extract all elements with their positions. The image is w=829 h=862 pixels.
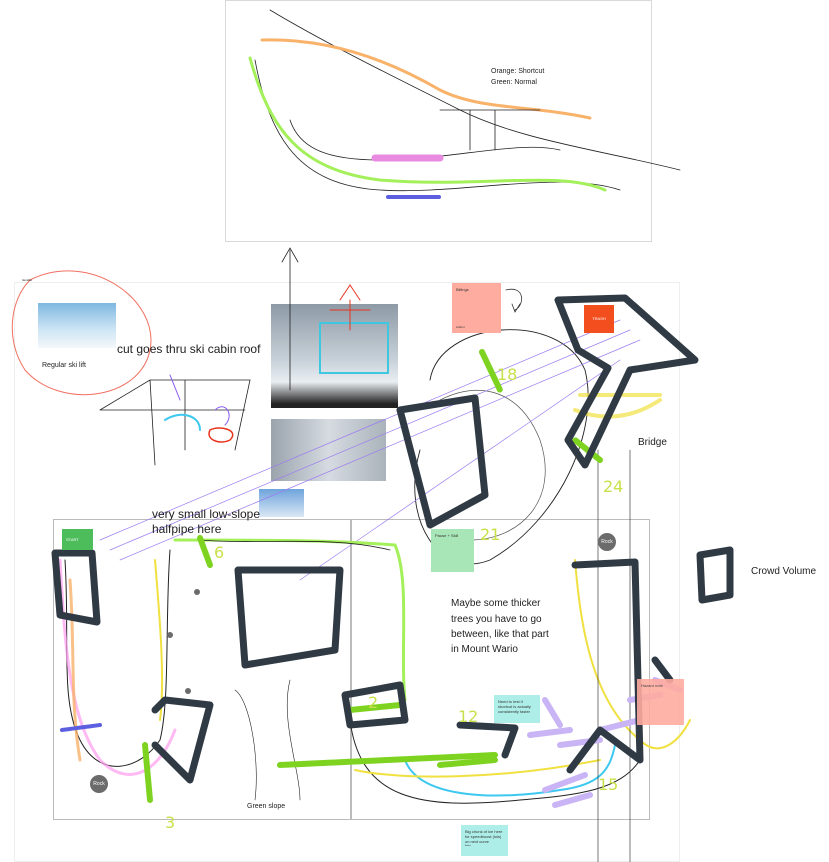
crowd-volume-label: Crowd Volume xyxy=(751,566,817,577)
map-frame-left xyxy=(53,519,352,820)
green-slope-label: Green slope xyxy=(247,803,286,810)
sticky-pink-right[interactable]: Hazard note xyxy=(637,679,684,725)
cabin-roof-note: cut goes thru ski cabin roof xyxy=(117,342,261,356)
number-15: 15 xyxy=(598,775,618,794)
trees-note-4: in Mount Wario xyxy=(451,644,518,655)
number-21: 21 xyxy=(480,525,500,544)
trees-note-1: Maybe some thicker xyxy=(451,598,541,609)
number-6: 6 xyxy=(214,543,224,562)
track-closeup-photo xyxy=(271,419,386,481)
number-3: 3 xyxy=(165,813,175,832)
sticky-test-shortcut[interactable]: Need to test if shortcut is actually con… xyxy=(494,695,540,723)
bridge-label: Bridge xyxy=(638,437,667,448)
sticky-billings-footer: Author xyxy=(456,325,465,329)
rock-right: Rock xyxy=(598,533,616,551)
halfpipe-note-1: very small low-slope xyxy=(152,507,261,521)
ski-lift-caption: Regular ski lift xyxy=(42,362,86,369)
map-frame-right xyxy=(350,519,650,820)
sticky-ice-text: Big chunk of ice here for speedboost (lo… xyxy=(465,829,503,844)
halfpipe-note-2: halfpipe here xyxy=(152,522,222,536)
snow-photo xyxy=(259,489,304,517)
tiny-label: Iterable xyxy=(22,278,33,282)
ski-lift-photo xyxy=(38,303,116,348)
sticky-ice-footer: Author xyxy=(465,845,471,847)
trees-note-3: between, like that part xyxy=(451,629,549,640)
rock-small-2 xyxy=(167,632,173,638)
sticky-ice[interactable]: Big chunk of ice here for speedboost (lo… xyxy=(461,825,508,856)
sticky-billings-title: Billings xyxy=(456,287,469,292)
sticky-trash[interactable]: TRASH xyxy=(584,305,614,333)
number-18: 18 xyxy=(497,365,517,384)
sticky-pause[interactable]: Pause + Skill xyxy=(431,529,474,572)
legend-orange: Orange: Shortcut xyxy=(491,68,545,75)
number-2: 2 xyxy=(368,693,378,712)
sticky-start[interactable]: START xyxy=(62,529,93,550)
sticky-billings[interactable]: Billings Author xyxy=(452,283,501,333)
rock-small-3 xyxy=(185,688,191,694)
number-24: 24 xyxy=(603,477,623,496)
trees-note-2: trees you have to go xyxy=(451,614,542,625)
rock-small-1 xyxy=(194,589,200,595)
number-12: 12 xyxy=(458,707,478,726)
legend-green: Green: Normal xyxy=(491,79,537,86)
gondola-photo xyxy=(271,304,398,408)
rock-left: Rock xyxy=(90,775,108,793)
